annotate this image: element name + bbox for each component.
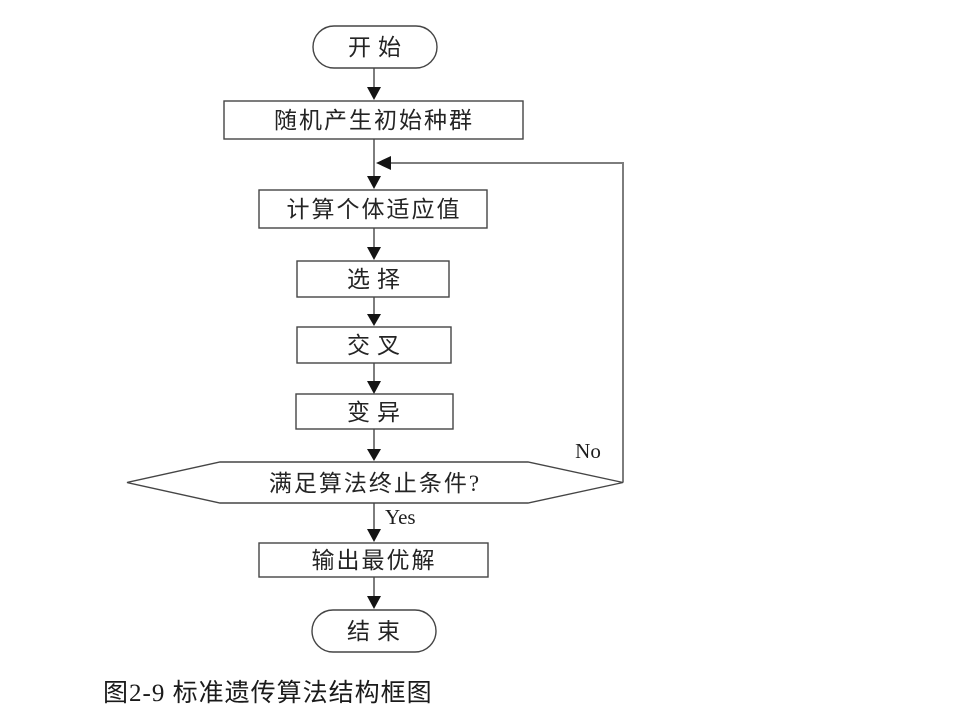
node-init-population: 随机产生初始种群: [223, 100, 524, 140]
node-fitness-label: 计算个体适应值: [287, 197, 462, 222]
arrowhead-down-icon: [367, 449, 381, 461]
decision-shape: [126, 461, 624, 504]
node-output-label: 输出最优解: [312, 548, 437, 573]
node-crossover: 交叉: [296, 326, 452, 364]
node-end-label: 结束: [347, 619, 407, 644]
node-selection: 选择: [296, 260, 450, 298]
node-mutation-label: 变异: [347, 400, 407, 425]
node-mutation: 变异: [295, 393, 454, 430]
terminator-shape: [312, 25, 438, 69]
node-termination-condition: 满足算法终止条件?: [126, 461, 624, 504]
figure-caption: 图2-9 标准遗传算法结构框图: [103, 679, 433, 707]
edges: [367, 68, 624, 609]
process-shape: [296, 326, 452, 364]
process-shape: [296, 260, 450, 298]
process-shape: [295, 393, 454, 430]
terminator-shape: [311, 609, 437, 653]
edge-label-no: No: [575, 439, 601, 463]
process-shape: [258, 542, 489, 578]
node-init-population-label: 随机产生初始种群: [274, 108, 474, 133]
node-fitness: 计算个体适应值: [258, 189, 488, 229]
arrowhead-down-icon: [367, 381, 381, 394]
arrowhead-down-icon: [367, 247, 381, 260]
node-output: 输出最优解: [258, 542, 489, 578]
node-termination-condition-label: 满足算法终止条件?: [269, 471, 481, 496]
edge-condition-loop-no: [391, 162, 624, 483]
node-end: 结束: [311, 609, 437, 653]
node-start-label: 开始: [348, 35, 408, 60]
process-shape: [258, 189, 488, 229]
node-start: 开始: [312, 25, 438, 69]
node-selection-label: 选择: [347, 267, 407, 292]
process-shape: [223, 100, 524, 140]
arrowhead-down-icon: [367, 87, 381, 100]
arrowhead-down-icon: [367, 176, 381, 189]
edge-label-yes: Yes: [385, 505, 416, 529]
arrowhead-down-icon: [367, 529, 381, 542]
arrowhead-down-icon: [367, 596, 381, 609]
node-crossover-label: 交叉: [347, 333, 407, 358]
arrowhead-left-icon: [376, 156, 391, 170]
arrowhead-down-icon: [367, 314, 381, 326]
